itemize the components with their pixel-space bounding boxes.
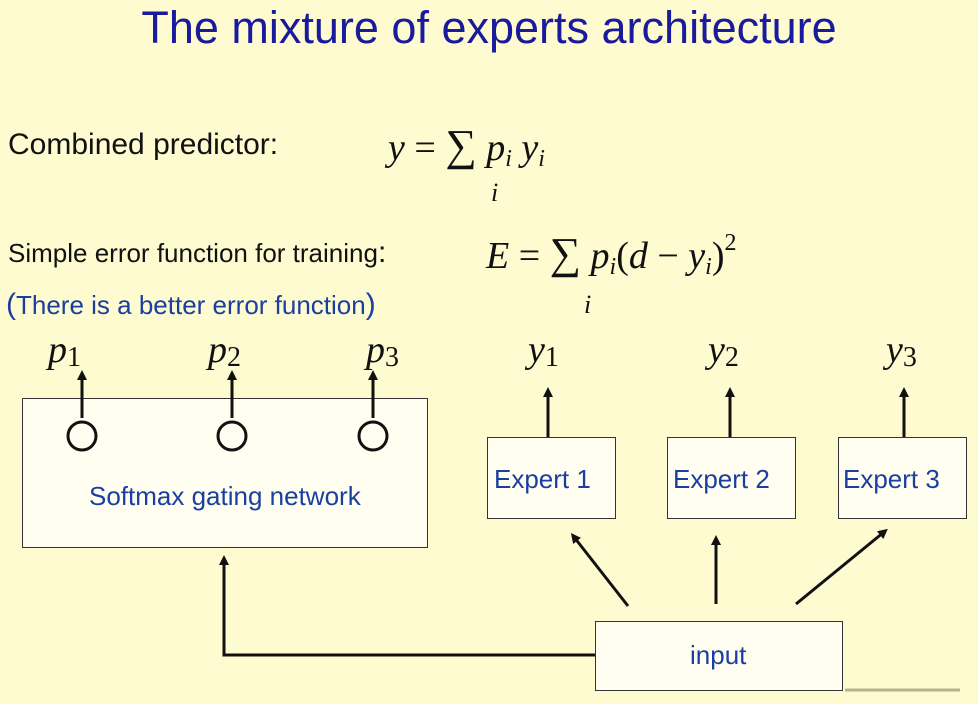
error-exponent: 2 [724,230,737,256]
gating-output-p1: p1 [48,329,81,373]
combined-formula: y = ∑ pi yi [388,120,545,173]
error-sum-index: i [584,290,592,319]
expert-output-y1: y1 [528,329,559,373]
expert-3-label: Expert 3 [843,464,940,494]
gating-node-1 [66,420,98,452]
input-box: input [595,621,843,691]
input-label: input [690,640,747,670]
gating-node-3 [357,420,389,452]
expert-1-label: Expert 1 [494,464,591,494]
error-function-note: (There is a better error function) [6,288,376,321]
combined-predictor-label: Combined predictor: [8,128,279,161]
combined-p: pi [486,127,512,172]
expert-output-y2: y2 [708,329,739,373]
error-function-label: Simple error function for training: [8,236,387,269]
error-lhs: E [486,235,510,277]
gating-output-p2: p2 [208,329,241,373]
gating-node-2 [216,420,248,452]
expert-2-label: Expert 2 [673,464,770,494]
error-sigma: ∑ [549,229,582,278]
combined-sum-index: i [491,178,499,207]
page-title: The mixture of experts architecture [141,2,837,53]
expert-2-box: Expert 2 [667,437,796,519]
combined-sigma: ∑ [445,121,477,170]
input-to-gating [219,555,595,657]
error-p: pi [590,235,617,280]
expert-1-box: Expert 1 [487,437,616,519]
input-to-expert-3 [795,528,888,606]
expert-3-box: Expert 3 [838,437,967,519]
combined-y: yi [521,127,545,172]
error-eq: = [518,235,541,277]
combined-lhs: y [388,127,405,169]
gating-output-p3: p3 [366,329,399,373]
error-formula: E = ∑ pi(d − yi)2 [486,229,737,280]
gating-network-label: Softmax gating network [89,481,361,511]
input-to-expert-1 [570,533,630,607]
expert-output-y3: y3 [886,329,917,373]
combined-eq: = [414,127,436,169]
